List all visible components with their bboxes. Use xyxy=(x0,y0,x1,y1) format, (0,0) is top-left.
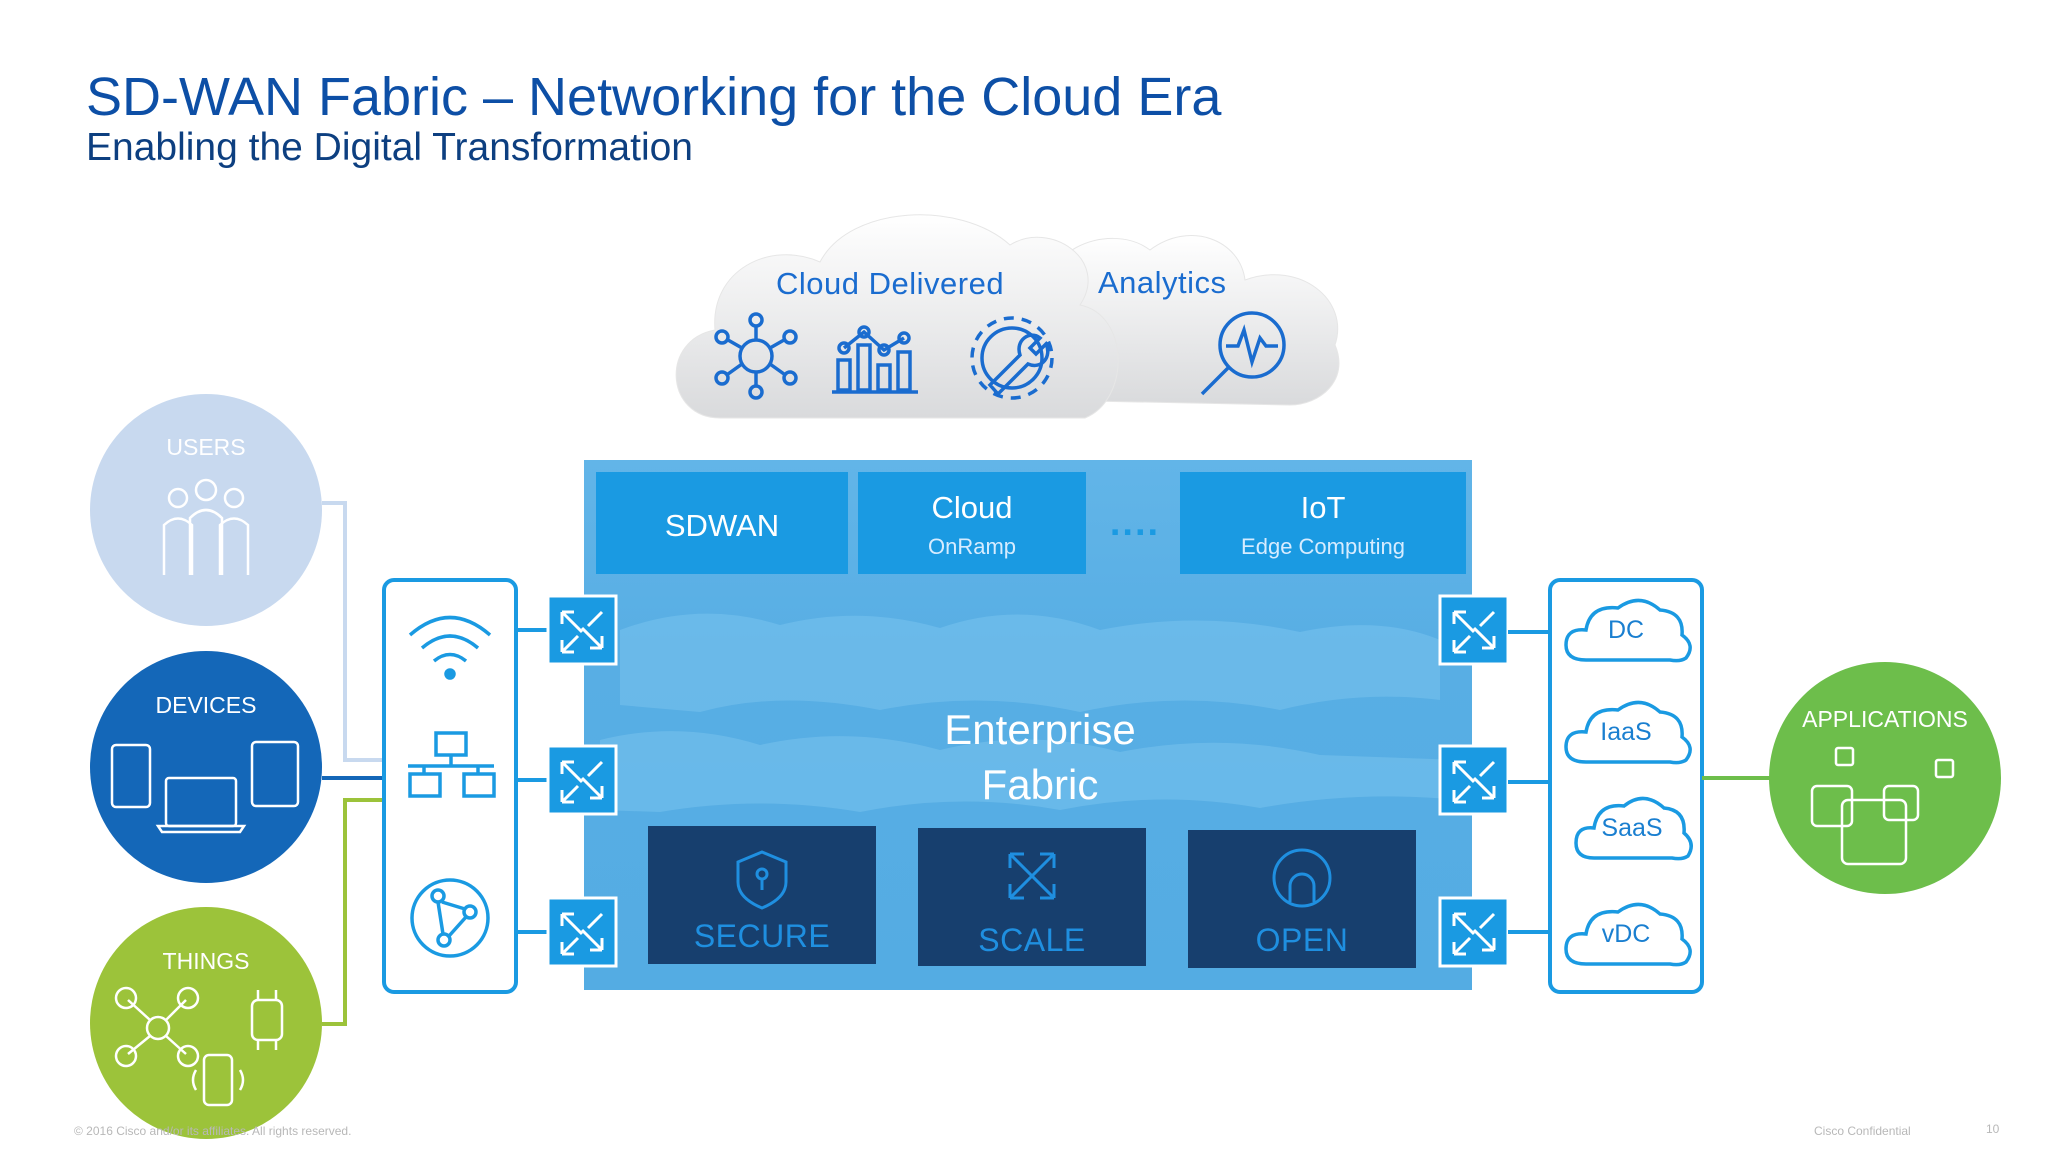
devices-label: DEVICES xyxy=(155,692,257,718)
cloud-vdc-shape xyxy=(1564,902,1692,967)
network-switch-icon xyxy=(408,731,496,798)
apps-connectors xyxy=(1508,630,1770,934)
service-edge-computing-label: Edge Computing xyxy=(1241,534,1405,559)
cloud-delivered-label: Cloud Delivered xyxy=(776,266,1005,301)
cloud-saas-label: SaaS xyxy=(1601,814,1663,842)
tile-scale-label: SCALE xyxy=(978,922,1086,958)
access-layer-box xyxy=(382,578,518,994)
shield-icon xyxy=(736,850,788,910)
services-ellipsis: .... xyxy=(1109,502,1161,544)
service-onramp-label: OnRamp xyxy=(927,534,1017,559)
service-box-iot-edge xyxy=(1180,472,1466,574)
service-cloud-label: Cloud xyxy=(931,490,1013,525)
iot-things-icon xyxy=(114,986,284,1107)
service-iot-label: IoT xyxy=(1300,490,1346,525)
hub-network-icon xyxy=(714,312,798,400)
cloud-saas-shape xyxy=(1574,796,1693,861)
globe-network-icon xyxy=(410,878,490,958)
app-cloud-shapes xyxy=(1564,598,1693,967)
fabric-label-line1: Enterprise xyxy=(944,706,1136,753)
service-box-cloud-onramp xyxy=(858,472,1086,574)
devices-icon xyxy=(110,740,300,834)
cloud-iaas-label: IaaS xyxy=(1600,718,1652,746)
wifi-icon xyxy=(408,615,492,680)
things-circle xyxy=(90,907,322,1139)
fabric-texture xyxy=(600,613,1460,812)
app-squares-icon xyxy=(1810,746,1955,866)
enterprise-fabric-label: Enterprise Fabric xyxy=(880,702,1200,812)
expand-arrows-icon xyxy=(1008,852,1056,900)
port-arrows xyxy=(560,610,1496,956)
slide-subtitle: Enabling the Digital Transformation xyxy=(86,126,693,169)
applications-circle xyxy=(1769,662,2001,894)
users-label: USERS xyxy=(166,434,246,460)
access-connectors xyxy=(516,628,550,934)
things-label: THINGS xyxy=(162,948,250,974)
tile-open-label: OPEN xyxy=(1255,922,1349,958)
cloud-dc-shape xyxy=(1564,598,1692,663)
tile-scale xyxy=(918,828,1146,966)
cloud-dc-label: DC xyxy=(1607,616,1645,644)
analytics-label: Analytics xyxy=(1098,265,1227,300)
cloud-iaas-shape xyxy=(1564,700,1692,765)
open-source-icon xyxy=(1272,848,1332,908)
bar-chart-icon xyxy=(832,325,918,394)
fabric-label-line2: Fabric xyxy=(981,761,1099,808)
tile-secure-label: SECURE xyxy=(693,918,831,954)
applications-label: APPLICATIONS xyxy=(1802,706,1968,732)
confidential-footer: Cisco Confidential xyxy=(1814,1124,1911,1138)
cloud-vdc-label: vDC xyxy=(1601,920,1651,948)
analytics-magnifier-icon xyxy=(1200,311,1286,396)
copyright-footer: © 2016 Cisco and/or its affiliates. All … xyxy=(74,1124,352,1138)
slide-title: SD-WAN Fabric – Networking for the Cloud… xyxy=(86,67,1222,127)
service-sdwan-label: SDWAN xyxy=(664,508,780,543)
apps-layer-box xyxy=(1548,578,1704,994)
gear-wrench-icon xyxy=(970,316,1054,400)
tile-open xyxy=(1188,830,1416,968)
devices-circle xyxy=(90,651,322,883)
page-number: 10 xyxy=(1986,1122,2000,1136)
tile-secure xyxy=(648,826,876,964)
service-box-sdwan xyxy=(596,472,848,574)
users-group-icon xyxy=(162,478,250,575)
